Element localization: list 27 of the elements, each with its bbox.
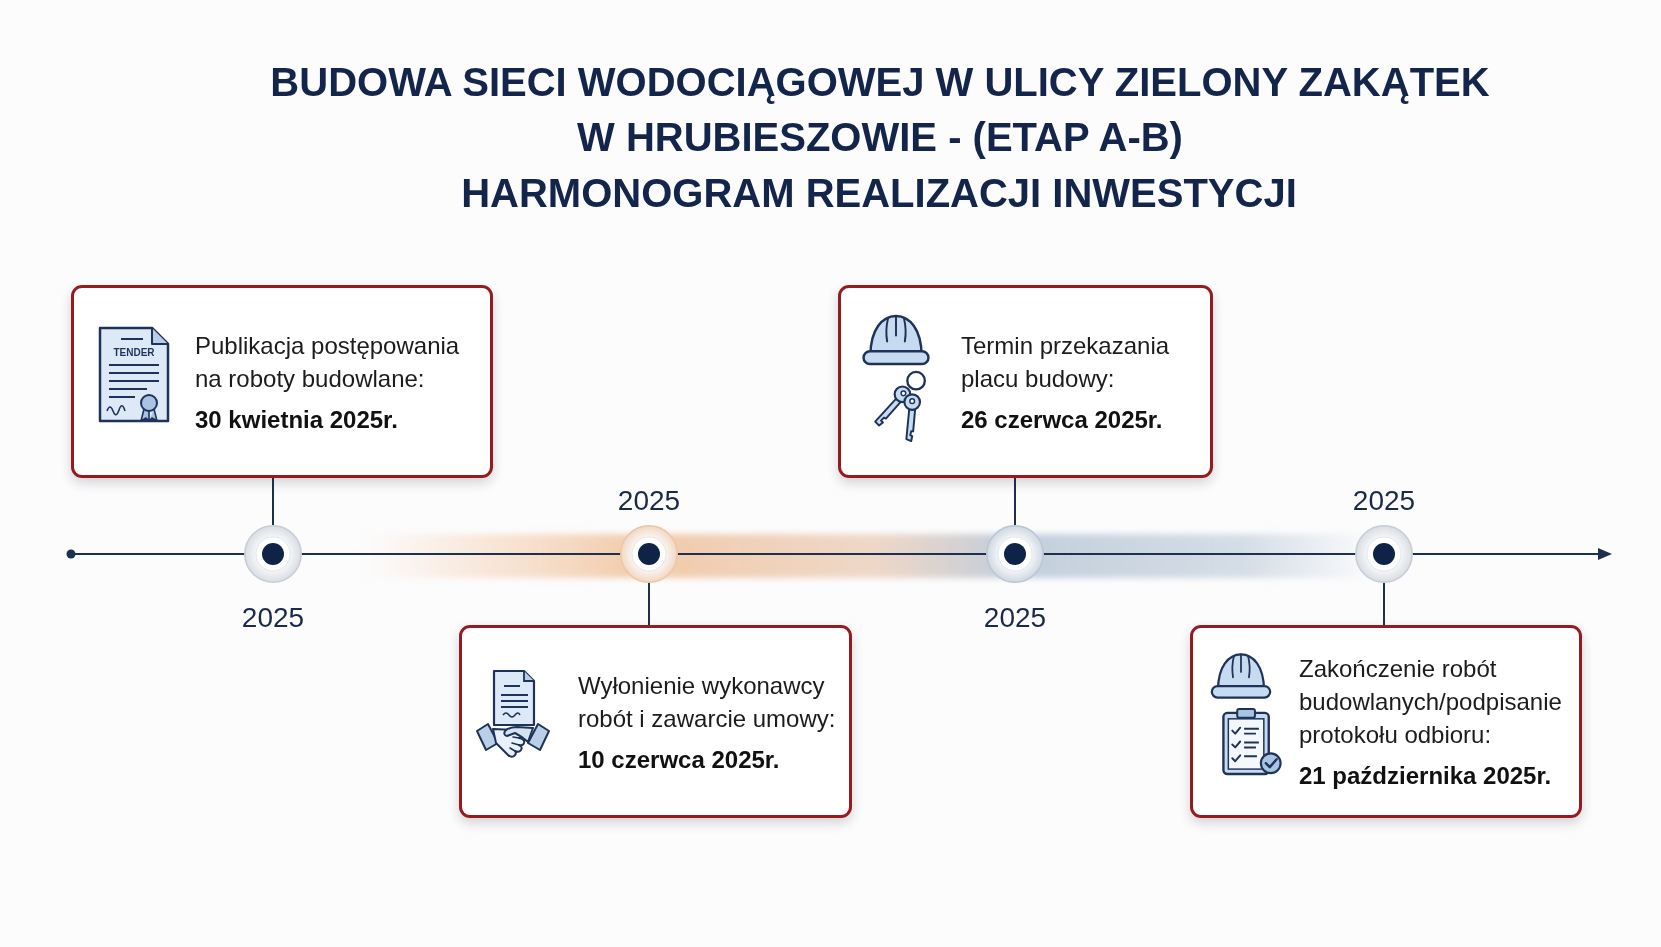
milestone-description: Wyłonienie wykonawcy robót i zawarcie umowy: — [578, 670, 837, 734]
milestone-card — [838, 285, 1213, 478]
connector-line — [648, 582, 650, 626]
milestone-description: Termin przekazania placu budowy: — [961, 330, 1171, 394]
subtitle: HARMONOGRAM REALIZACJI INWESTYCJI — [461, 169, 1297, 217]
milestone-date: 30 kwietnia 2025r. — [195, 404, 399, 434]
milestone-date: 26 czerwca 2025r. — [961, 404, 1164, 434]
year-label: 2025 — [1352, 485, 1416, 517]
milestone-card — [459, 625, 852, 818]
milestone-description: Zakończenie robót budowlanych/podpisanie protokołu odbioru: — [1299, 653, 1563, 750]
document-heading: TENDER — [113, 346, 155, 358]
title: BUDOWA SIECI WODOCIĄGOWEJ W ULICY ZIELONY ZAKĄTEK W HRUBIESZOWIE - (ETAP A-B) — [269, 59, 1491, 161]
milestone-marker — [1355, 525, 1413, 583]
year-label: 2025 — [617, 485, 681, 517]
milestone-card — [71, 285, 493, 478]
milestone-marker — [620, 525, 678, 583]
connector-line — [1014, 477, 1016, 526]
milestone-description: Publikacja postępowania na roboty budowlane: — [195, 330, 461, 394]
milestone-marker — [986, 525, 1044, 583]
milestone-card — [1190, 625, 1582, 818]
milestone-marker — [244, 525, 302, 583]
year-label: 2025 — [983, 602, 1047, 634]
connector-line — [272, 477, 274, 526]
milestone-date: 10 czerwca 2025r. — [578, 744, 781, 774]
milestone-date: 21 października 2025r. — [1299, 760, 1553, 791]
connector-line — [1383, 582, 1385, 626]
year-label: 2025 — [241, 602, 305, 634]
